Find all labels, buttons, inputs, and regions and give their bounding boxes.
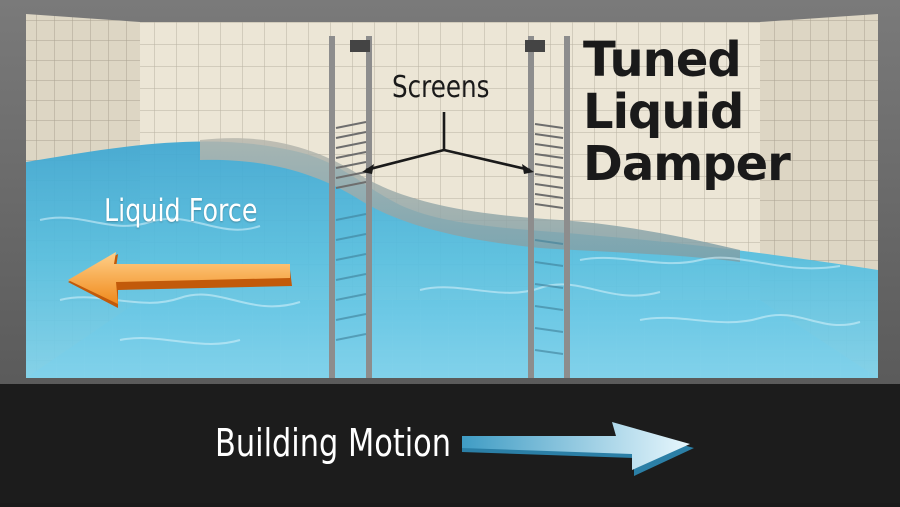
title-line-3: Damper [583,136,791,192]
title-line-2: Liquid [583,84,744,140]
liquid-force-arrow [68,252,292,308]
title-line-1: Tuned [583,32,742,88]
liquid-force-label: Liquid Force [104,193,258,229]
right-screen [525,36,570,378]
water-ripples [39,216,861,345]
screens-pointer [365,112,531,172]
diagram-title: Tuned Liquid Damper [583,32,791,192]
screens-pointer-arrowhead-left [362,164,374,174]
screens-label: Screens [392,70,490,105]
building-motion-label: Building Motion [215,421,452,465]
screens-pointer-arrowhead-right [522,164,534,174]
left-screen [329,36,372,378]
building-motion-arrow [462,422,694,476]
base-band [0,384,900,503]
